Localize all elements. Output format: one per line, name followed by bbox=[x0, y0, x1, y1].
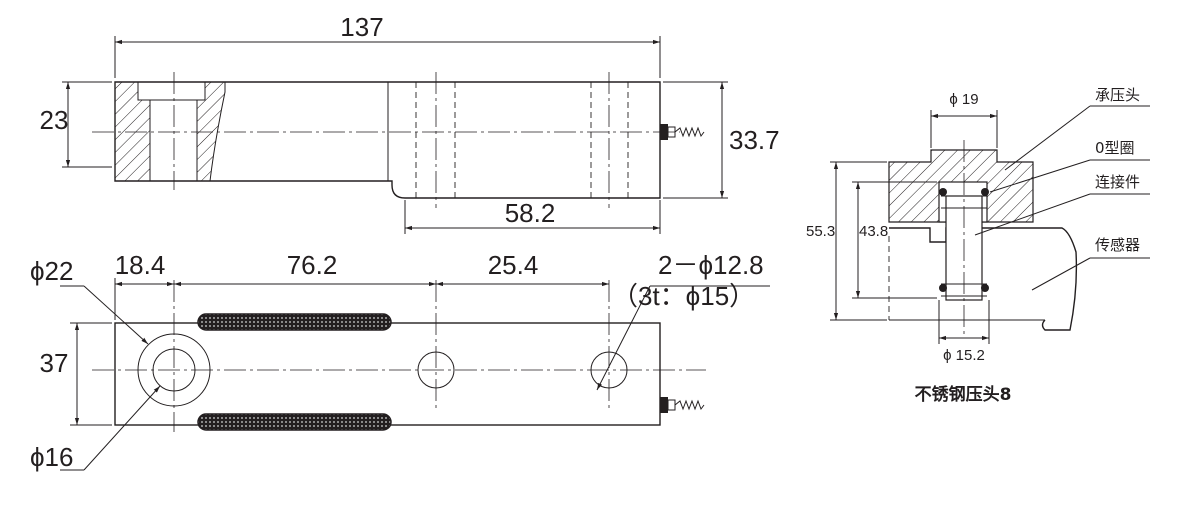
dim-top-dia: ϕ 19 bbox=[949, 91, 978, 108]
top-view: 18.4 76.2 25.4 37 ϕ22 ϕ16 2－ϕ12.8 （3t：ϕ1… bbox=[30, 250, 770, 472]
dim-width: 37 bbox=[40, 348, 69, 378]
callout-connector: 连接件 bbox=[1095, 173, 1140, 191]
o-ring-lower-right bbox=[981, 284, 989, 292]
dim-right-span: 25.4 bbox=[488, 250, 539, 280]
assembly-caption: 不锈钢压头8 bbox=[915, 384, 1012, 405]
dim-middle-span: 76.2 bbox=[287, 250, 338, 280]
dim-height-total: 55.3 bbox=[806, 223, 835, 240]
label-counterbore: （3t：ϕ15） bbox=[612, 281, 755, 311]
dim-bottom-dia: ϕ 15.2 bbox=[943, 347, 985, 364]
side-cable-gland bbox=[660, 124, 705, 140]
top-body-outline bbox=[114, 322, 661, 426]
o-ring-upper-right bbox=[981, 188, 989, 196]
side-view: 137 23 33.7 58.2 bbox=[40, 12, 780, 234]
callout-pressure-head: 承压头 bbox=[1095, 86, 1140, 104]
assembly-view: ϕ 19 ϕ 15.2 55.3 43.8 承压头 0型圈 连接件 传感器 不锈… bbox=[806, 86, 1150, 405]
dim-overall-length: 137 bbox=[340, 12, 383, 42]
top-cable-gland bbox=[660, 397, 705, 413]
side-hatch-section bbox=[114, 81, 226, 182]
sensor-body bbox=[889, 227, 1078, 331]
label-big-hole-outer: ϕ22 bbox=[30, 256, 73, 286]
dim-hole-spacing-bottom: 58.2 bbox=[505, 198, 556, 228]
dim-total-height: 33.7 bbox=[729, 125, 780, 155]
knurl-strip-top bbox=[197, 313, 392, 331]
label-mount-holes: 2－ϕ12.8 bbox=[658, 250, 764, 280]
dim-height-left: 23 bbox=[40, 105, 69, 135]
label-big-hole-inner: ϕ16 bbox=[30, 442, 73, 472]
dim-left-offset: 18.4 bbox=[115, 250, 166, 280]
callout-sensor: 传感器 bbox=[1095, 236, 1140, 254]
knurl-strip-bottom bbox=[197, 413, 392, 431]
dim-height-inner: 43.8 bbox=[859, 223, 888, 240]
side-body-outline bbox=[114, 81, 661, 199]
callout-o-ring: 0型圈 bbox=[1095, 139, 1135, 157]
o-ring-upper-left bbox=[939, 188, 947, 196]
o-ring-lower-left bbox=[939, 284, 947, 292]
